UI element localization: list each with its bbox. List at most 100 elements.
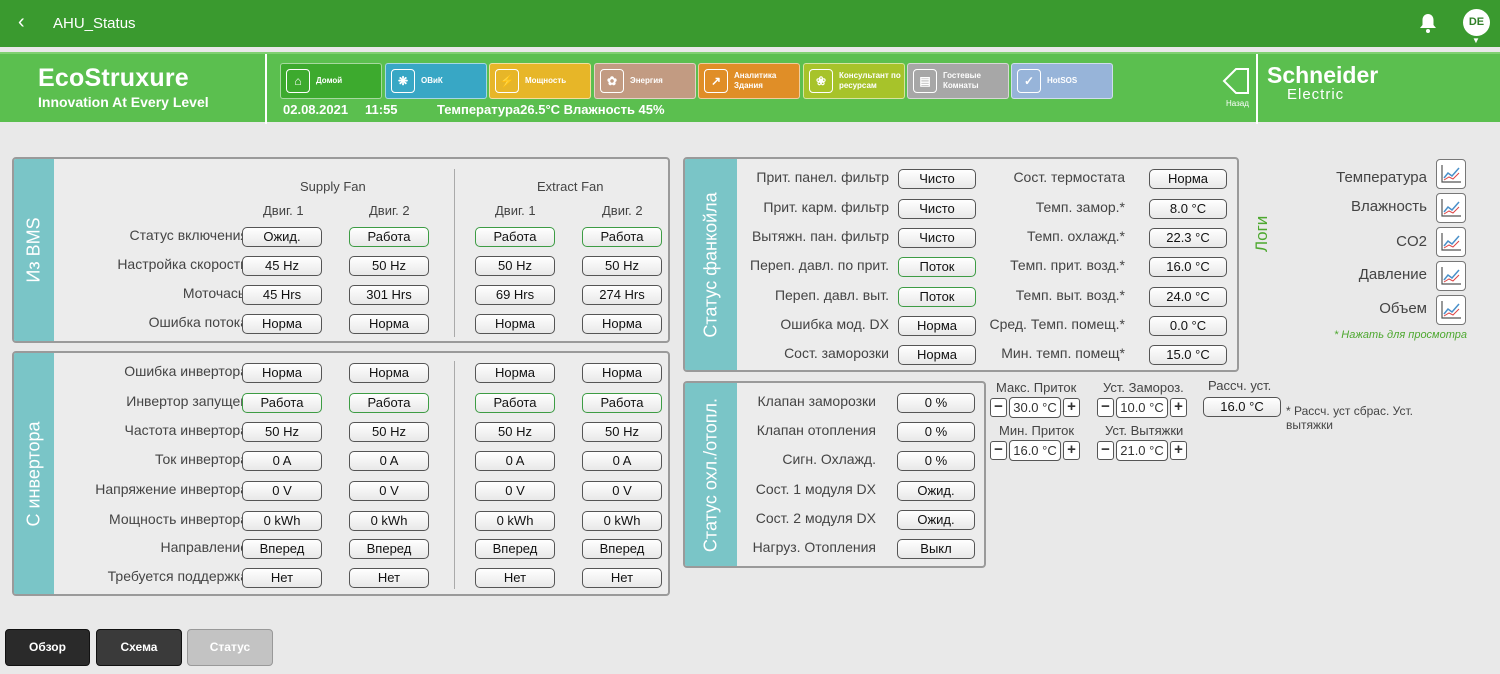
back-button[interactable]: Назад [1222, 66, 1256, 114]
row-label: Сост. заморозки [784, 345, 889, 361]
setpoint-value: 10.0 °C [1116, 397, 1168, 418]
setpoint-label: Макс. Приток [996, 380, 1077, 395]
row-label: Сред. Темп. помещ.* [989, 316, 1126, 332]
motor-header: Двиг. 2 [369, 203, 410, 218]
fancoil-panel: Статус фанкойла Прит. панел. фильтр Чист… [683, 157, 1239, 372]
max-supply-stepper: − 30.0 °C + [990, 397, 1080, 418]
row-label: Переп. давл. по прит. [750, 257, 889, 273]
back-arrow-icon[interactable]: ‹ [18, 11, 25, 33]
decrement-button[interactable]: − [1097, 441, 1114, 460]
decrement-button[interactable]: − [990, 441, 1007, 460]
nav-energy-button[interactable]: ✿Энергия [594, 63, 696, 99]
value-box: 50 Hz [582, 422, 662, 442]
motor-header: Двиг. 1 [495, 203, 536, 218]
log-label: Влажность [1351, 198, 1427, 215]
value-box: Выкл [897, 539, 975, 559]
value-box: Норма [898, 316, 976, 336]
logs-hint: * Нажать для просмотра [1333, 329, 1467, 341]
row-label: Инвертор запущен [126, 393, 248, 409]
value-box: Норма [242, 314, 322, 334]
row-label: Мин. темп. помещ* [1001, 345, 1125, 361]
row-label: Моточасы [182, 285, 248, 301]
value-box: 0 V [349, 481, 429, 501]
row-label: Ошибка потока [148, 314, 248, 330]
row-label: Темп. охлажд.* [1027, 228, 1125, 244]
row-label: Прит. панел. фильтр [756, 169, 889, 185]
co2-chart-button[interactable] [1436, 227, 1466, 257]
value-box: 0 V [242, 481, 322, 501]
pressure-chart-button[interactable] [1436, 261, 1466, 291]
nav-home-button[interactable]: ⌂Домой [280, 63, 382, 99]
increment-button[interactable]: + [1170, 441, 1187, 460]
value-box: 0 % [897, 393, 975, 413]
value-box: 0 V [475, 481, 555, 501]
value-box: Поток [898, 257, 976, 277]
value-box: 0 % [897, 451, 975, 471]
nav-power-button[interactable]: ⚡Мощность [489, 63, 591, 99]
value-box: 0 % [897, 422, 975, 442]
row-label: Темп. прит. возд.* [1010, 257, 1125, 273]
row-label: Частота инвертора [124, 422, 249, 438]
increment-button[interactable]: + [1170, 398, 1187, 417]
value-box: Ожид. [897, 510, 975, 530]
value-box: Вперед [349, 539, 429, 559]
decrement-button[interactable]: − [990, 398, 1007, 417]
value-box: Норма [475, 363, 555, 383]
home-icon: ⌂ [286, 69, 310, 93]
value-box: 0 kWh [242, 511, 322, 531]
nav-hvac-button[interactable]: ❋ОВиК [385, 63, 487, 99]
chevron-down-icon[interactable]: ▼ [1472, 36, 1480, 45]
chart-icon: ↗ [704, 69, 728, 93]
decrement-button[interactable]: − [1097, 398, 1114, 417]
value-box: 0 A [242, 451, 322, 471]
nav-guest-rooms-button[interactable]: ▤Гостевые Комнаты [907, 63, 1009, 99]
value-box: 50 Hz [349, 422, 429, 442]
avatar[interactable]: DE [1463, 9, 1490, 36]
value-box: 0 kWh [582, 511, 662, 531]
value-box: Работа [242, 393, 322, 413]
value-box: 45 Hrs [242, 285, 322, 305]
current-date: 02.08.2021 [283, 102, 349, 117]
chart-icon [1441, 301, 1461, 319]
status-button[interactable]: Статус [187, 629, 273, 666]
back-arrow-icon [1222, 68, 1249, 94]
value-box: Работа [349, 393, 429, 413]
chart-icon [1441, 199, 1461, 217]
bms-side-label: Из BMS [14, 159, 54, 341]
temperature-chart-button[interactable] [1436, 159, 1466, 189]
value-box: Нет [475, 568, 555, 588]
nav-resource-advisor-button[interactable]: ❀Консультант по ресурсам [803, 63, 905, 99]
value-box: Норма [242, 363, 322, 383]
setpoint-label: Уст. Замороз. [1103, 380, 1184, 395]
setpoint-value: 21.0 °C [1116, 440, 1168, 461]
scheme-button[interactable]: Схема [96, 629, 182, 666]
inverter-panel: С инвертора Ошибка инвертора Норма Норма… [12, 351, 670, 596]
bell-icon[interactable] [1418, 12, 1438, 34]
value-box: Норма [475, 314, 555, 334]
increment-button[interactable]: + [1063, 398, 1080, 417]
divider [1256, 54, 1258, 124]
overview-button[interactable]: Обзор [5, 629, 90, 666]
nav-hotsos-button[interactable]: ✓HotSOS [1011, 63, 1113, 99]
value-box: Работа [475, 393, 555, 413]
value-box: Норма [349, 314, 429, 334]
value-box: Работа [582, 227, 662, 247]
humidity-chart-button[interactable] [1436, 193, 1466, 223]
setpoint-label: Мин. Приток [999, 423, 1075, 438]
value-box: Нет [242, 568, 322, 588]
value-box: Норма [1149, 169, 1227, 189]
column-divider [454, 361, 455, 589]
chart-icon [1441, 267, 1461, 285]
ecostruxure-logo: EcoStruxure Innovation At Every Level [38, 64, 209, 110]
value-box: Работа [349, 227, 429, 247]
nav-analytics-button[interactable]: ↗Аналитика Здания [698, 63, 800, 99]
row-label: Темп. замор.* [1035, 199, 1125, 215]
cooling-side-label: Статус охл./отопл. [685, 383, 737, 566]
row-label: Мощность инвертора [109, 511, 248, 527]
increment-button[interactable]: + [1063, 441, 1080, 460]
value-box: Вперед [582, 539, 662, 559]
value-box: Работа [582, 393, 662, 413]
row-label: Настройка скорости [117, 256, 248, 272]
chart-icon [1441, 165, 1461, 183]
volume-chart-button[interactable] [1436, 295, 1466, 325]
